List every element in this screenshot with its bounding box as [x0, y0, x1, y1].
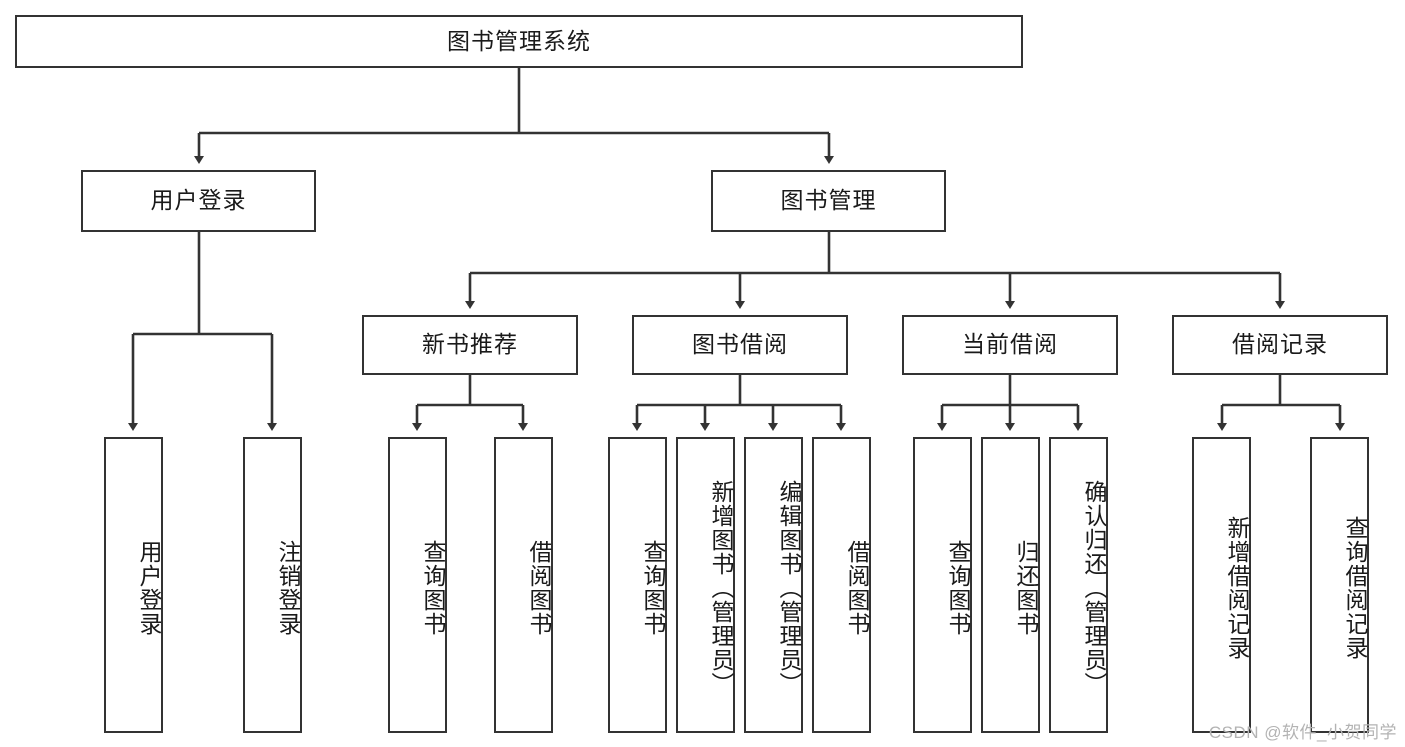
leaf-record-query[interactable]: 查询借阅记录	[1310, 437, 1369, 733]
node-book-borrow[interactable]: 图书借阅	[632, 315, 848, 375]
leaf-newbook-borrow-book-label: 借阅图书	[526, 540, 552, 636]
node-new-book-recommend[interactable]: 新书推荐	[362, 315, 578, 375]
node-book-management[interactable]: 图书管理	[711, 170, 946, 232]
node-user-login-label: 用户登录	[150, 187, 247, 214]
node-current-borrow[interactable]: 当前借阅	[902, 315, 1118, 375]
leaf-logout[interactable]: 注销登录	[243, 437, 302, 733]
leaf-borrow-edit-book[interactable]: 编辑图书（管理员）	[744, 437, 803, 733]
node-root-label: 图书管理系统	[447, 27, 591, 54]
node-book-borrow-label: 图书借阅	[692, 331, 788, 358]
leaf-current-query-book[interactable]: 查询图书	[913, 437, 972, 733]
leaf-user-login-label: 用户登录	[136, 540, 162, 636]
leaf-user-login[interactable]: 用户登录	[104, 437, 163, 733]
leaf-record-add-label: 新增借阅记录	[1224, 516, 1250, 660]
node-root[interactable]: 图书管理系统	[15, 15, 1023, 68]
leaf-current-confirm-return-label: 确认归还（管理员）	[1081, 480, 1107, 696]
watermark: CSDN @软件_小贺同学	[1208, 723, 1397, 742]
leaf-current-return-book-label: 归还图书	[1013, 540, 1039, 636]
leaf-record-add[interactable]: 新增借阅记录	[1192, 437, 1251, 733]
leaf-logout-label: 注销登录	[275, 540, 301, 636]
leaf-record-query-label: 查询借阅记录	[1342, 516, 1368, 660]
leaf-borrow-edit-book-label: 编辑图书（管理员）	[776, 480, 802, 696]
leaf-borrow-add-book-label: 新增图书（管理员）	[708, 480, 734, 696]
node-borrow-record-label: 借阅记录	[1232, 331, 1328, 358]
leaf-current-confirm-return[interactable]: 确认归还（管理员）	[1049, 437, 1108, 733]
leaf-borrow-add-book[interactable]: 新增图书（管理员）	[676, 437, 735, 733]
leaf-newbook-query-book-label: 查询图书	[420, 540, 446, 636]
node-current-borrow-label: 当前借阅	[962, 331, 1058, 358]
leaf-borrow-query-book[interactable]: 查询图书	[608, 437, 667, 733]
node-book-management-label: 图书管理	[780, 187, 877, 214]
node-user-login[interactable]: 用户登录	[81, 170, 316, 232]
node-borrow-record[interactable]: 借阅记录	[1172, 315, 1388, 375]
leaf-borrow-borrow-book-label: 借阅图书	[844, 540, 870, 636]
leaf-current-query-book-label: 查询图书	[945, 540, 971, 636]
leaf-newbook-query-book[interactable]: 查询图书	[388, 437, 447, 733]
leaf-current-return-book[interactable]: 归还图书	[981, 437, 1040, 733]
node-new-book-recommend-label: 新书推荐	[422, 331, 518, 358]
leaf-borrow-borrow-book[interactable]: 借阅图书	[812, 437, 871, 733]
leaf-newbook-borrow-book[interactable]: 借阅图书	[494, 437, 553, 733]
leaf-borrow-query-book-label: 查询图书	[640, 540, 666, 636]
